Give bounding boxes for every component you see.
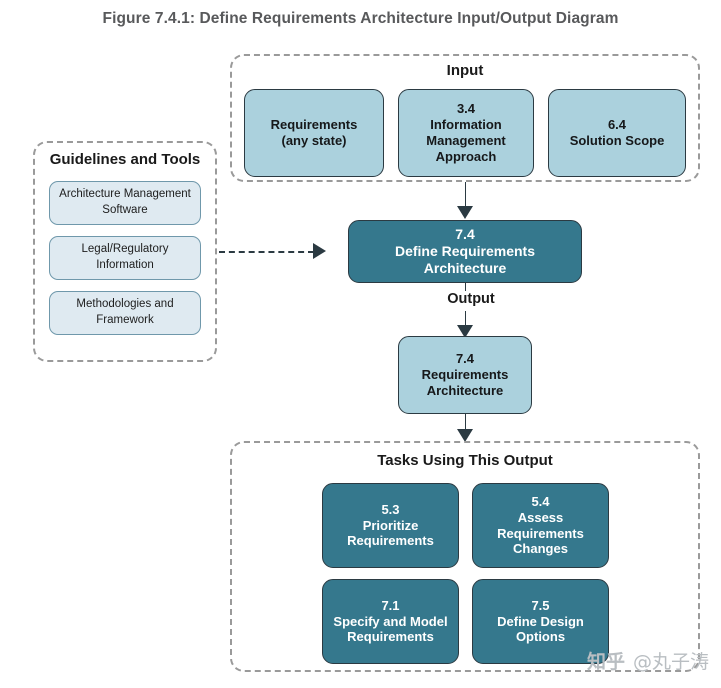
guidelines-item-methodologies-and-framework[interactable]: Methodologies and Framework (49, 291, 201, 335)
task-box-line1: Define Requirements (394, 242, 536, 259)
task-output-box-specify-and-model-requirements[interactable]: 7.1 Specify and Model Requirements (322, 579, 459, 664)
output-box-number: 7.4 (455, 351, 475, 367)
guidelines-item-2-line1: Methodologies and (76, 298, 174, 311)
input-box-information-management-approach-line3: Approach (435, 148, 497, 164)
figure-title: Figure 7.4.1: Define Requirements Archit… (102, 10, 619, 27)
guidelines-item-1-line1: Legal/Regulatory (81, 243, 169, 256)
connector-guidelines-to-task-arrowhead (313, 243, 326, 259)
task-output-box-1-number: 5.4 (531, 493, 550, 509)
input-group-title: Input (446, 62, 484, 79)
input-box-information-management-approach-line1: Information (430, 117, 502, 133)
input-box-solution-scope-line1: Solution Scope (569, 133, 665, 148)
guidelines-item-0-line2: Software (102, 204, 148, 216)
connector-output-to-tasks (465, 414, 466, 431)
task-box-define-requirements-architecture[interactable]: 7.4 Define Requirements Architecture (348, 220, 582, 283)
output-flow-label: Output (414, 291, 528, 307)
guidelines-item-architecture-management-software[interactable]: Architecture Management Software (49, 181, 201, 225)
guidelines-item-2-line2: Framework (96, 314, 154, 326)
connector-input-to-task-arrowhead (457, 206, 473, 219)
task-box-number: 7.4 (455, 225, 475, 242)
output-box-line2: Architecture (426, 382, 504, 398)
guidelines-item-legal-regulatory-information[interactable]: Legal/Regulatory Information (49, 236, 201, 280)
task-output-box-3-number: 7.5 (531, 597, 550, 613)
task-output-box-0-line1: Prioritize (362, 517, 419, 533)
input-box-information-management-approach[interactable]: 3.4 Information Management Approach (398, 89, 534, 177)
task-output-box-prioritize-requirements[interactable]: 5.3 Prioritize Requirements (322, 483, 459, 568)
task-output-box-2-number: 7.1 (381, 597, 400, 613)
task-output-box-3-line1: Define Design (497, 613, 584, 629)
input-box-solution-scope-number: 6.4 (607, 117, 627, 133)
input-box-requirements-line2: (any state) (281, 133, 347, 148)
guidelines-item-1-line2: Information (96, 259, 154, 271)
guidelines-item-0-line1: Architecture Management (59, 188, 191, 201)
task-output-box-1-line1: Assess (517, 509, 564, 525)
connector-task-to-output-arrowhead (457, 325, 473, 338)
task-output-box-1-line2: Requirements (497, 525, 584, 541)
input-box-information-management-approach-line2: Management (426, 133, 506, 148)
output-box-line1: Requirements (421, 367, 509, 383)
connector-input-to-task (465, 182, 466, 208)
task-output-box-assess-requirements-changes[interactable]: 5.4 Assess Requirements Changes (472, 483, 609, 568)
task-output-box-0-number: 5.3 (381, 501, 400, 517)
connector-output-to-tasks-arrowhead (457, 429, 473, 442)
task-output-box-2-line2: Requirements (347, 629, 434, 645)
task-output-box-3-line2: Options (515, 629, 566, 645)
task-output-box-1-line3: Changes (513, 541, 568, 557)
output-box-requirements-architecture[interactable]: 7.4 Requirements Architecture (398, 336, 532, 414)
input-box-requirements[interactable]: Requirements (any state) (244, 89, 384, 177)
input-box-information-management-approach-number: 3.4 (456, 101, 476, 117)
connector-guidelines-to-task (219, 251, 314, 253)
input-box-requirements-line1: Requirements (270, 117, 358, 133)
task-box-line2: Architecture (423, 260, 507, 277)
task-output-box-define-design-options[interactable]: 7.5 Define Design Options (472, 579, 609, 664)
connector-task-to-output-lower (465, 311, 466, 327)
connector-task-to-output-upper (465, 283, 466, 292)
tasks-group-title: Tasks Using This Output (377, 452, 553, 469)
tasks-group-container: Tasks Using This Output (230, 441, 700, 672)
task-output-box-0-line2: Requirements (347, 533, 434, 549)
guidelines-group-title: Guidelines and Tools (49, 151, 201, 168)
input-box-solution-scope[interactable]: 6.4 Solution Scope (548, 89, 686, 177)
task-output-box-2-line1: Specify and Model (333, 613, 448, 629)
